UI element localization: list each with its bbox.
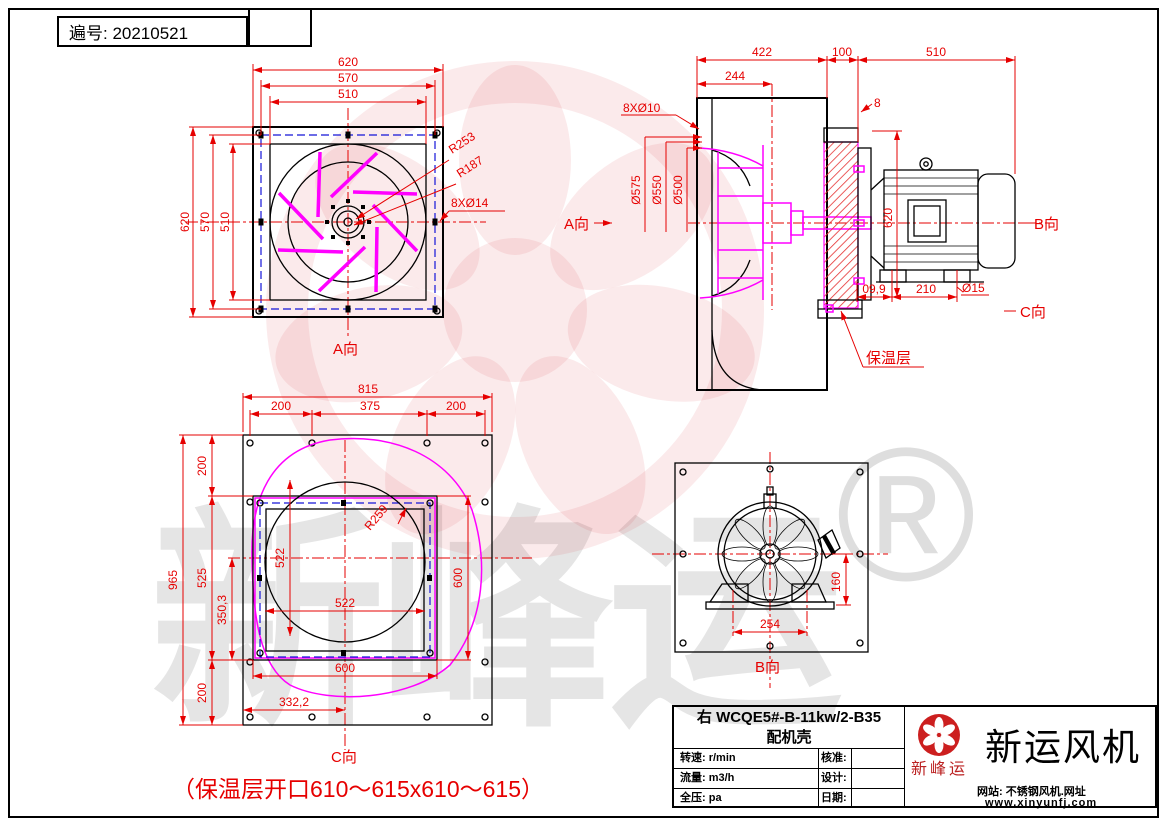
motor-view-label: B向 (755, 659, 780, 676)
dim-front-bolt-holes: 8XØ14 (451, 196, 489, 210)
brand-company-name: 新运风机 (985, 727, 1141, 768)
dim-back-200-top: 200 (195, 456, 209, 476)
spec-speed: 转速: r/min (674, 749, 819, 769)
back-view-label: C向 (331, 749, 357, 766)
title-block: 右 WCQE5#-B-11kw/2-B35 配机壳 转速: r/min 流量: … (672, 705, 1157, 809)
approval-design: 设计: (819, 769, 852, 789)
side-view-label-a: A向 (564, 216, 589, 233)
watermark-logo (266, 61, 764, 559)
approval-date: 日期: (819, 789, 852, 806)
dim-side-510: 510 (926, 45, 946, 59)
brand-site-line2: www.xinyunfj.com (985, 797, 1098, 809)
approval-date-value (852, 789, 905, 806)
brand-logo-name: 新峰运 (911, 761, 969, 778)
dim-motor-160: 160 (829, 572, 843, 592)
fan-orientation: 右 (696, 709, 712, 726)
dim-side-d550: Ø550 (650, 175, 664, 205)
dim-back-522h: 522 (335, 596, 355, 610)
dim-front-left-620: 620 (178, 212, 192, 232)
side-view-label-c: C向 (1020, 304, 1046, 321)
brand-area: 新峰运 新运风机 网站: 不锈钢风机.网址 www.xinyunfj.com (905, 707, 1157, 809)
dim-back-600h: 600 (335, 661, 355, 675)
dim-back-600v: 600 (451, 568, 465, 588)
dim-back-200b: 200 (446, 399, 466, 413)
insulation-outline (251, 437, 483, 698)
side-view: 422 100 510 244 8 8XØ10 Ø575 Ø550 Ø500 A… (564, 45, 1059, 391)
title-block-header: 右 WCQE5#-B-11kw/2-B35 配机壳 (674, 707, 905, 749)
back-view: 815 200 375 200 965 200 525 200 350,3 52… (166, 382, 532, 766)
plate-holes (246, 439, 489, 721)
dim-front-top-510: 510 (338, 87, 358, 101)
impeller-blades (277, 151, 419, 293)
fan-subtitle: 配机壳 (766, 729, 812, 746)
dim-side-d575: Ø575 (629, 175, 643, 205)
insulation-opening-note: （保温层开口610～615x610～615） (172, 776, 544, 802)
doc-number: 遍号: 20210521 (69, 24, 189, 43)
dim-back-200-bottom: 200 (195, 683, 209, 703)
fan-guard-petals (721, 505, 819, 603)
dim-side-8: 8 (874, 96, 881, 110)
dim-back-815: 815 (358, 382, 378, 396)
dim-side-d15: Ø15 (962, 281, 985, 295)
dim-side-210: 210 (916, 282, 936, 296)
hub-bolts (325, 199, 371, 245)
dim-back-200a: 200 (271, 399, 291, 413)
approval-check-value (852, 749, 905, 769)
dim-side-244: 244 (725, 69, 745, 83)
dim-front-left-510: 510 (218, 212, 232, 232)
dim-front-left-570: 570 (198, 212, 212, 232)
dim-back-375: 375 (360, 399, 380, 413)
brand-logo-icon (918, 714, 960, 756)
brand-site-line1: 网站: 不锈钢风机.网址 (977, 786, 1086, 798)
side-view-label-b: B向 (1034, 216, 1059, 233)
dim-front-top-570: 570 (338, 71, 358, 85)
spec-pressure: 全压: pa (674, 789, 819, 806)
fan-model: WCQE5#-B-11kw/2-B35 (716, 709, 882, 726)
dim-side-100: 100 (832, 45, 852, 59)
dim-motor-254: 254 (760, 617, 780, 631)
dim-side-d500: Ø500 (671, 175, 685, 205)
dim-back-350-3: 350,3 (215, 595, 229, 625)
insulation-hatch (823, 141, 859, 309)
spec-flow: 流量: m3/h (674, 769, 819, 789)
motor (870, 157, 1016, 283)
approval-check: 核准: (819, 749, 852, 769)
dim-back-332-2: 332,2 (279, 695, 309, 709)
plate-holes (679, 465, 864, 650)
front-view-label: A向 (333, 341, 358, 358)
dim-back-965: 965 (166, 570, 180, 590)
dim-side-bolt-holes: 8XØ10 (623, 101, 661, 115)
dim-side-foot-offset: 09,9 (862, 282, 886, 296)
motor-end-view: 254 160 B向 (652, 452, 888, 688)
drawing-border (8, 8, 1159, 818)
dim-back-522v: 522 (273, 548, 287, 568)
doc-number-box: 遍号: 20210521 (57, 16, 248, 47)
dim-front-top-620: 620 (338, 55, 358, 69)
dim-side-422: 422 (752, 45, 772, 59)
watermark-registered-icon: ® (836, 409, 976, 621)
front-view: 620 570 510 620 570 510 R253 R187 8XØ14 … (178, 55, 505, 358)
doc-number-spare-box (248, 8, 312, 47)
insulation-label: 保温层 (866, 350, 911, 367)
dim-back-525: 525 (195, 568, 209, 588)
dim-side-620: 620 (881, 208, 895, 228)
approval-design-value (852, 769, 905, 789)
